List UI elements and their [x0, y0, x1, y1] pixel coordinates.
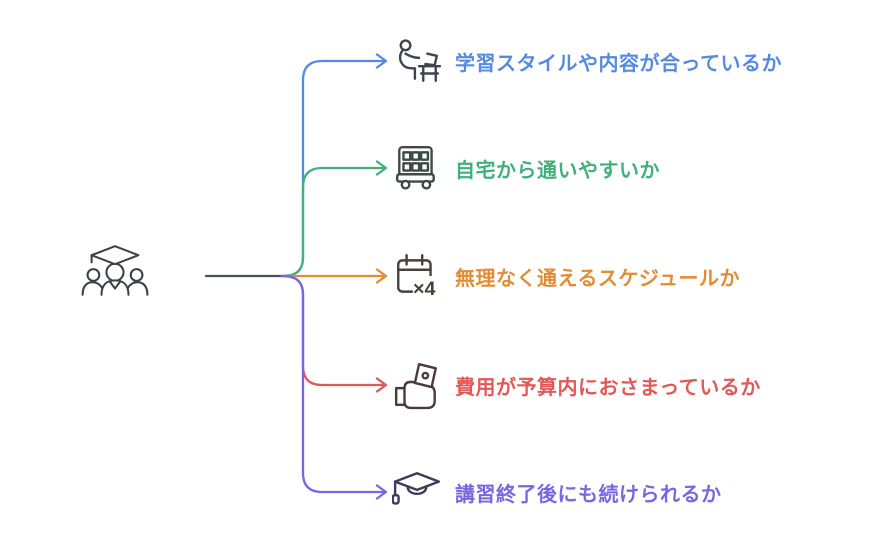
branch-line-2	[280, 160, 388, 278]
students-graduate-icon	[81, 245, 149, 296]
double-decker-bus-icon	[392, 143, 442, 193]
branch-label: 自宅から通いやすいか	[455, 159, 660, 182]
branch-label: 費用が予算内におさまっているか	[455, 376, 761, 399]
branch-line-4	[280, 274, 388, 393]
calendar-badge: ×4	[413, 278, 436, 300]
branch-label: 無理なく通えるスケジュールか	[455, 267, 740, 290]
branch-learning-style: 学習スタイルや内容が合っているか	[392, 35, 782, 87]
branch-continue: 講習終了後にも続けられるか	[392, 466, 722, 518]
branch-line-5	[280, 274, 388, 500]
branch-line-1	[280, 53, 388, 278]
calendar-icon: ×4	[392, 251, 442, 301]
branch-schedule: ×4 無理なく通えるスケジュールか	[392, 250, 740, 302]
graduation-cap-icon	[392, 467, 442, 517]
money-in-hand-icon	[392, 360, 442, 410]
branch-commute: 自宅から通いやすいか	[392, 142, 660, 194]
branch-label: 講習終了後にも続けられるか	[455, 483, 722, 506]
branch-line-3	[280, 268, 388, 284]
branch-budget: 費用が予算内におさまっているか	[392, 359, 761, 411]
branch-label: 学習スタイルや内容が合っているか	[455, 52, 782, 75]
root-node	[79, 244, 151, 306]
person-at-desk-icon	[392, 36, 442, 86]
